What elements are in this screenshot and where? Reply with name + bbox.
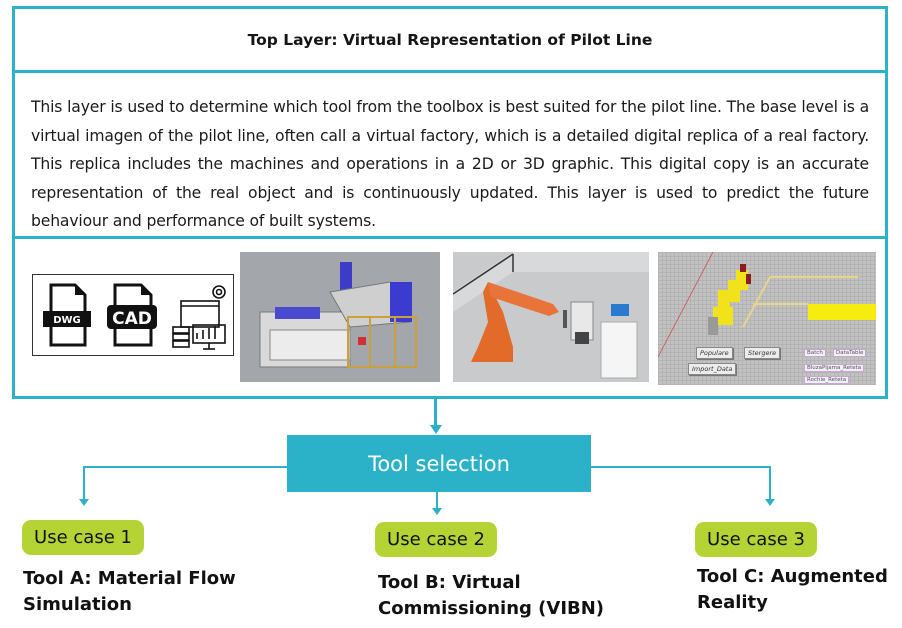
cad-label: CAD: [112, 309, 152, 329]
use-case-2-badge: Use case 2: [375, 522, 497, 557]
top-layer-title-row: Top Layer: Virtual Representation of Pil…: [15, 9, 885, 73]
use-case-1-badge: Use case 1: [22, 520, 144, 555]
injection-machine-3d-image: [240, 252, 440, 382]
connector-middle-vertical: [436, 492, 438, 510]
tool-selection-box: Tool selection: [287, 435, 591, 492]
robot-cell-3d-image: [453, 252, 649, 382]
connector-left-horizontal: [83, 466, 287, 468]
arrowhead-down-icon: [432, 508, 442, 515]
server-analytics-gear-icon: [172, 285, 226, 350]
use-case-2-label: Use case 2: [387, 529, 485, 550]
connector-left-vertical: [83, 466, 85, 500]
top-layer-description: This layer is used to determine which to…: [31, 98, 869, 231]
top-layer-title: Top Layer: Virtual Representation of Pil…: [247, 30, 653, 49]
tool-b-line-1: Tool B: Virtual: [378, 572, 521, 593]
rochie-reteta-tag: Rochie_Reteta: [804, 376, 850, 384]
tool-b-line-2: Commissioning (VIBN): [378, 598, 605, 619]
cad-file-icon: CAD: [107, 283, 157, 347]
arrowhead-down-icon: [79, 499, 89, 506]
connector-right-horizontal: [591, 466, 771, 468]
tool-selection-label: Tool selection: [368, 451, 510, 476]
tool-c-line-2: Reality: [697, 592, 768, 613]
top-layer-panel: Top Layer: Virtual Representation of Pil…: [12, 6, 888, 399]
bluzapijama-reteta-tag: BluzaPijama_Reteta: [804, 364, 865, 372]
import-data-button: Import_Data: [688, 363, 737, 375]
connector-right-vertical: [769, 466, 771, 500]
populare-button: Populare: [696, 347, 733, 359]
top-layer-description-row: This layer is used to determine which to…: [15, 73, 885, 239]
tool-a-label: Tool A: Material Flow Simulation: [23, 566, 236, 618]
arrowhead-down-icon: [765, 499, 775, 506]
file-formats-image: DWG CAD: [32, 274, 234, 356]
use-case-1-label: Use case 1: [34, 527, 132, 548]
batch-tag: Batch: [804, 349, 826, 357]
tool-a-line-2: Simulation: [23, 594, 132, 615]
arrowhead-down-icon: [430, 425, 442, 434]
dwg-label: DWG: [53, 315, 81, 326]
tool-b-label: Tool B: Virtual Commissioning (VIBN): [378, 570, 604, 622]
use-case-3-label: Use case 3: [707, 529, 805, 550]
tool-a-line-1: Tool A: Material Flow: [23, 568, 236, 589]
connector-top-to-tool-selection: [434, 396, 437, 426]
datatable-tag: DataTable: [833, 349, 867, 357]
image-row: DWG CAD: [15, 242, 885, 396]
dwg-file-icon: DWG: [43, 283, 91, 347]
use-case-3-badge: Use case 3: [695, 522, 817, 557]
material-flow-simulation-image: Populare Stergere Import_Data Batch Data…: [658, 252, 876, 385]
tool-c-line-1: Tool C: Augmented: [697, 566, 888, 587]
tool-c-label: Tool C: Augmented Reality: [697, 564, 888, 616]
stergere-button: Stergere: [744, 347, 781, 359]
